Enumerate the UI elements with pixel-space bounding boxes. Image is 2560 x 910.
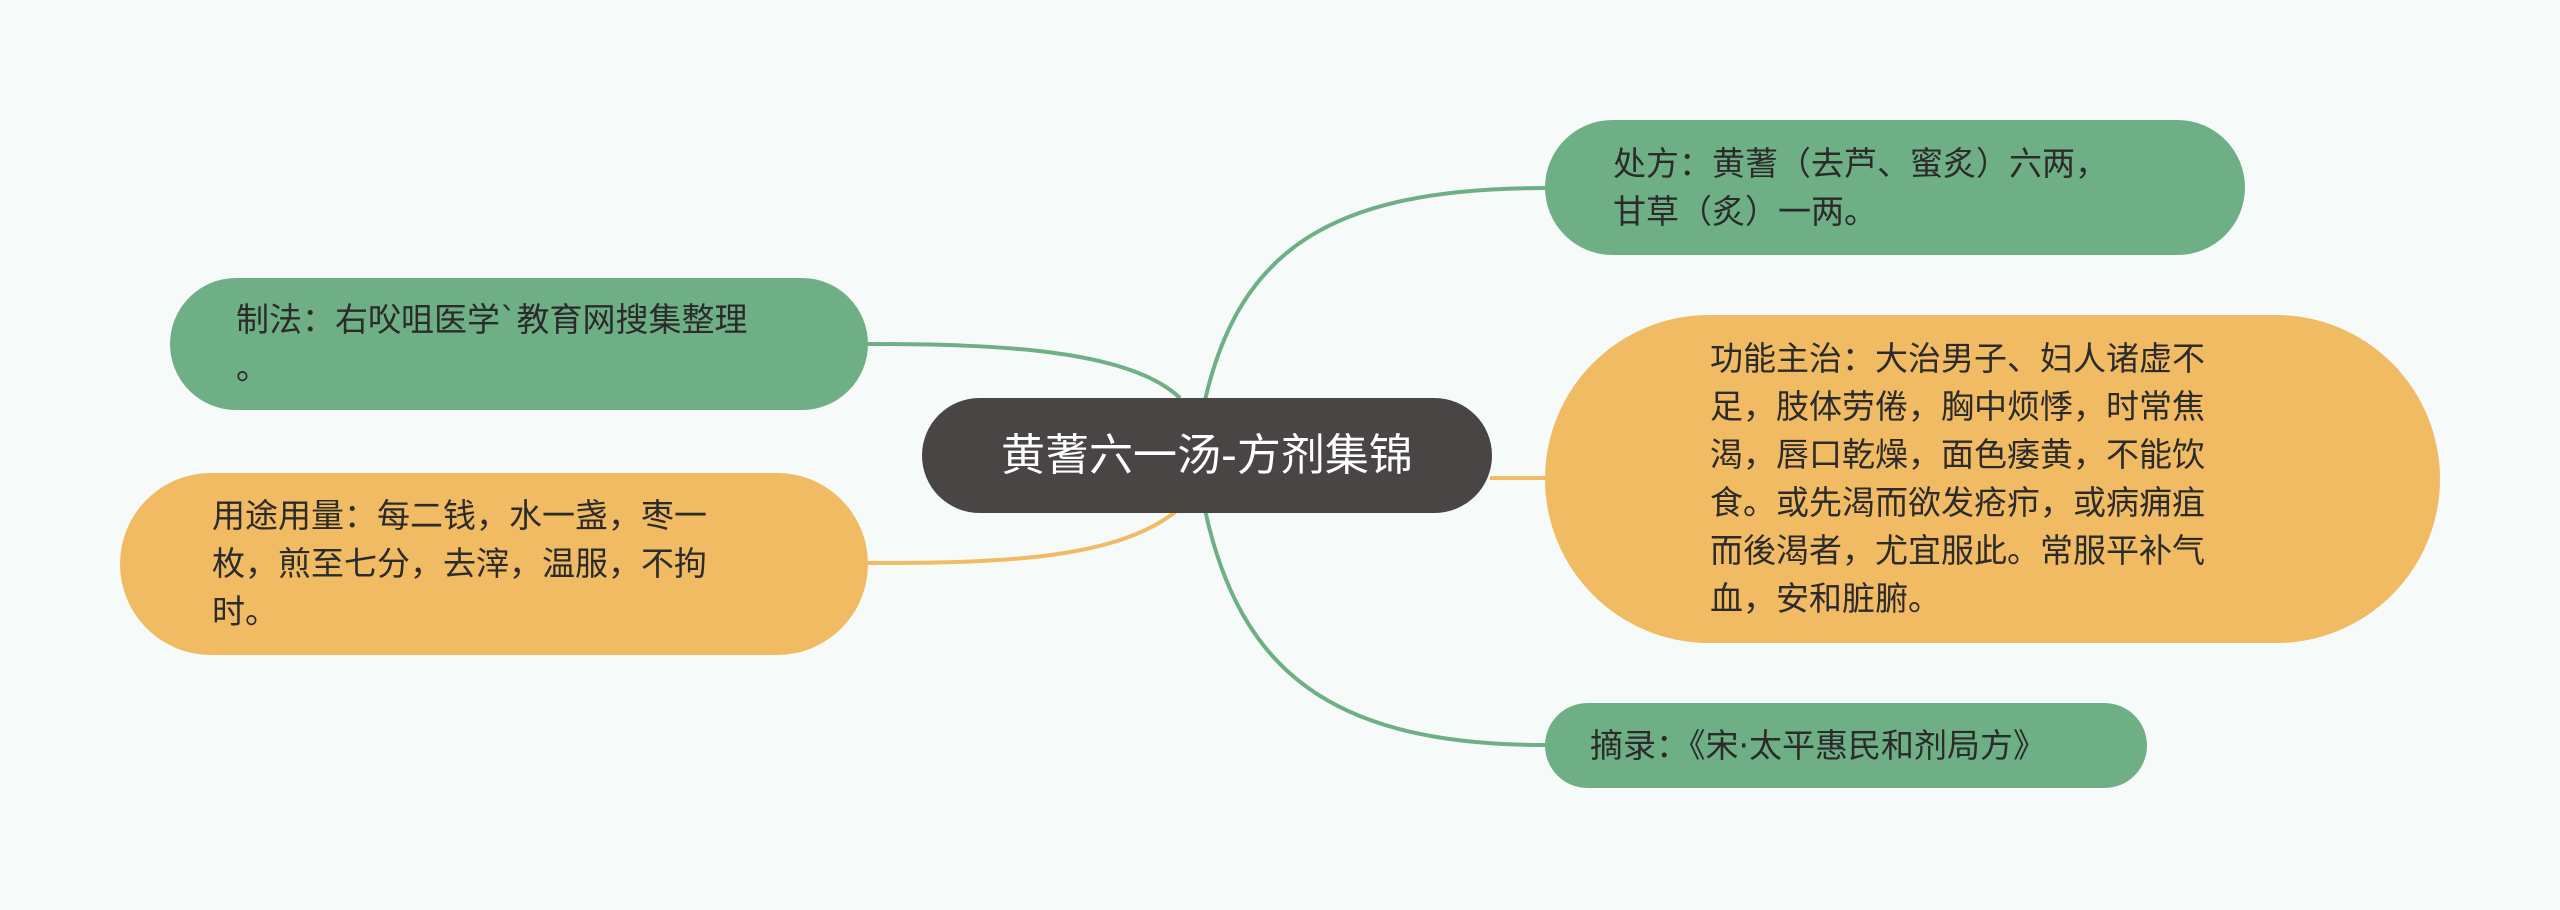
node-preparation[interactable]: 制法：右㕮咀医学`教育网搜集整理 。 (170, 278, 868, 410)
connector-usage (867, 506, 1182, 565)
root-topic[interactable]: 黄蓍六一汤-方剂集锦 (922, 398, 1492, 513)
connector-excerpt (1203, 509, 1546, 747)
connector-preparation (867, 342, 1182, 400)
node-usage-label: 用途用量：每二钱，水一盏，枣一 枚，煎至七分，去滓，温服，不拘 时。 (212, 496, 707, 631)
root-topic-label: 黄蓍六一汤-方剂集锦 (1001, 429, 1413, 481)
node-usage[interactable]: 用途用量：每二钱，水一盏，枣一 枚，煎至七分，去滓，温服，不拘 时。 (120, 473, 868, 655)
node-indications-label: 功能主治：大治男子、妇人诸虚不 足，肢体劳倦，胸中烦悸，时常焦 渴，唇口乾燥，面… (1710, 339, 2205, 618)
node-indications[interactable]: 功能主治：大治男子、妇人诸虚不 足，肢体劳倦，胸中烦悸，时常焦 渴，唇口乾燥，面… (1545, 315, 2440, 643)
node-excerpt[interactable]: 摘录：《宋·太平惠民和剂局方》 (1545, 703, 2147, 788)
node-prescription[interactable]: 处方：黄蓍（去芦、蜜炙）六两， 甘草（炙）一两。 (1545, 120, 2245, 255)
connector-prescription (1203, 186, 1546, 401)
node-preparation-label: 制法：右㕮咀医学`教育网搜集整理 。 (236, 300, 748, 387)
node-excerpt-label: 摘录：《宋·太平惠民和剂局方》 (1590, 725, 2046, 765)
node-prescription-label: 处方：黄蓍（去芦、蜜炙）六两， 甘草（炙）一两。 (1613, 143, 2108, 231)
